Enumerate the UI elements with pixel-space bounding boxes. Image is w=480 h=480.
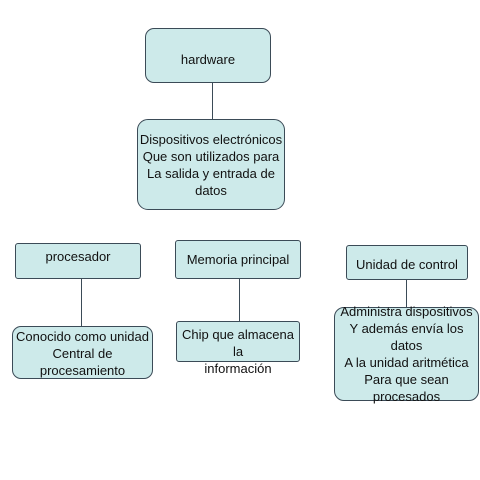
- connector-hardware: [212, 83, 213, 119]
- node-procesador-desc-label: Conocido como unidad Central de procesam…: [16, 329, 149, 378]
- node-hardware: hardware: [145, 28, 271, 83]
- connector-procesador: [81, 279, 82, 326]
- node-memoria: Memoria principal: [175, 240, 301, 279]
- node-control: Unidad de control: [346, 245, 468, 280]
- node-procesador: procesador: [15, 243, 141, 279]
- node-memoria-label: Memoria principal: [186, 252, 290, 267]
- node-hardware-label: hardware: [180, 52, 236, 67]
- node-memoria-desc-label: Chip que almacena la información: [181, 327, 295, 376]
- connector-memoria: [239, 279, 240, 321]
- node-control-desc-label: Administra dispositivos Y además envía l…: [340, 304, 473, 404]
- node-control-label: Unidad de control: [356, 257, 458, 272]
- node-memoria-desc: Chip que almacena la información: [176, 321, 300, 376]
- node-control-desc: Administra dispositivos Y además envía l…: [334, 304, 479, 404]
- node-hardware-desc: Dispositivos electrónicos Que son utiliz…: [137, 119, 285, 210]
- node-procesador-desc: Conocido como unidad Central de procesam…: [12, 326, 153, 379]
- connector-control: [406, 280, 407, 307]
- node-procesador-label: procesador: [45, 249, 111, 264]
- node-hardware-desc-label: Dispositivos electrónicos Que son utiliz…: [139, 131, 283, 198]
